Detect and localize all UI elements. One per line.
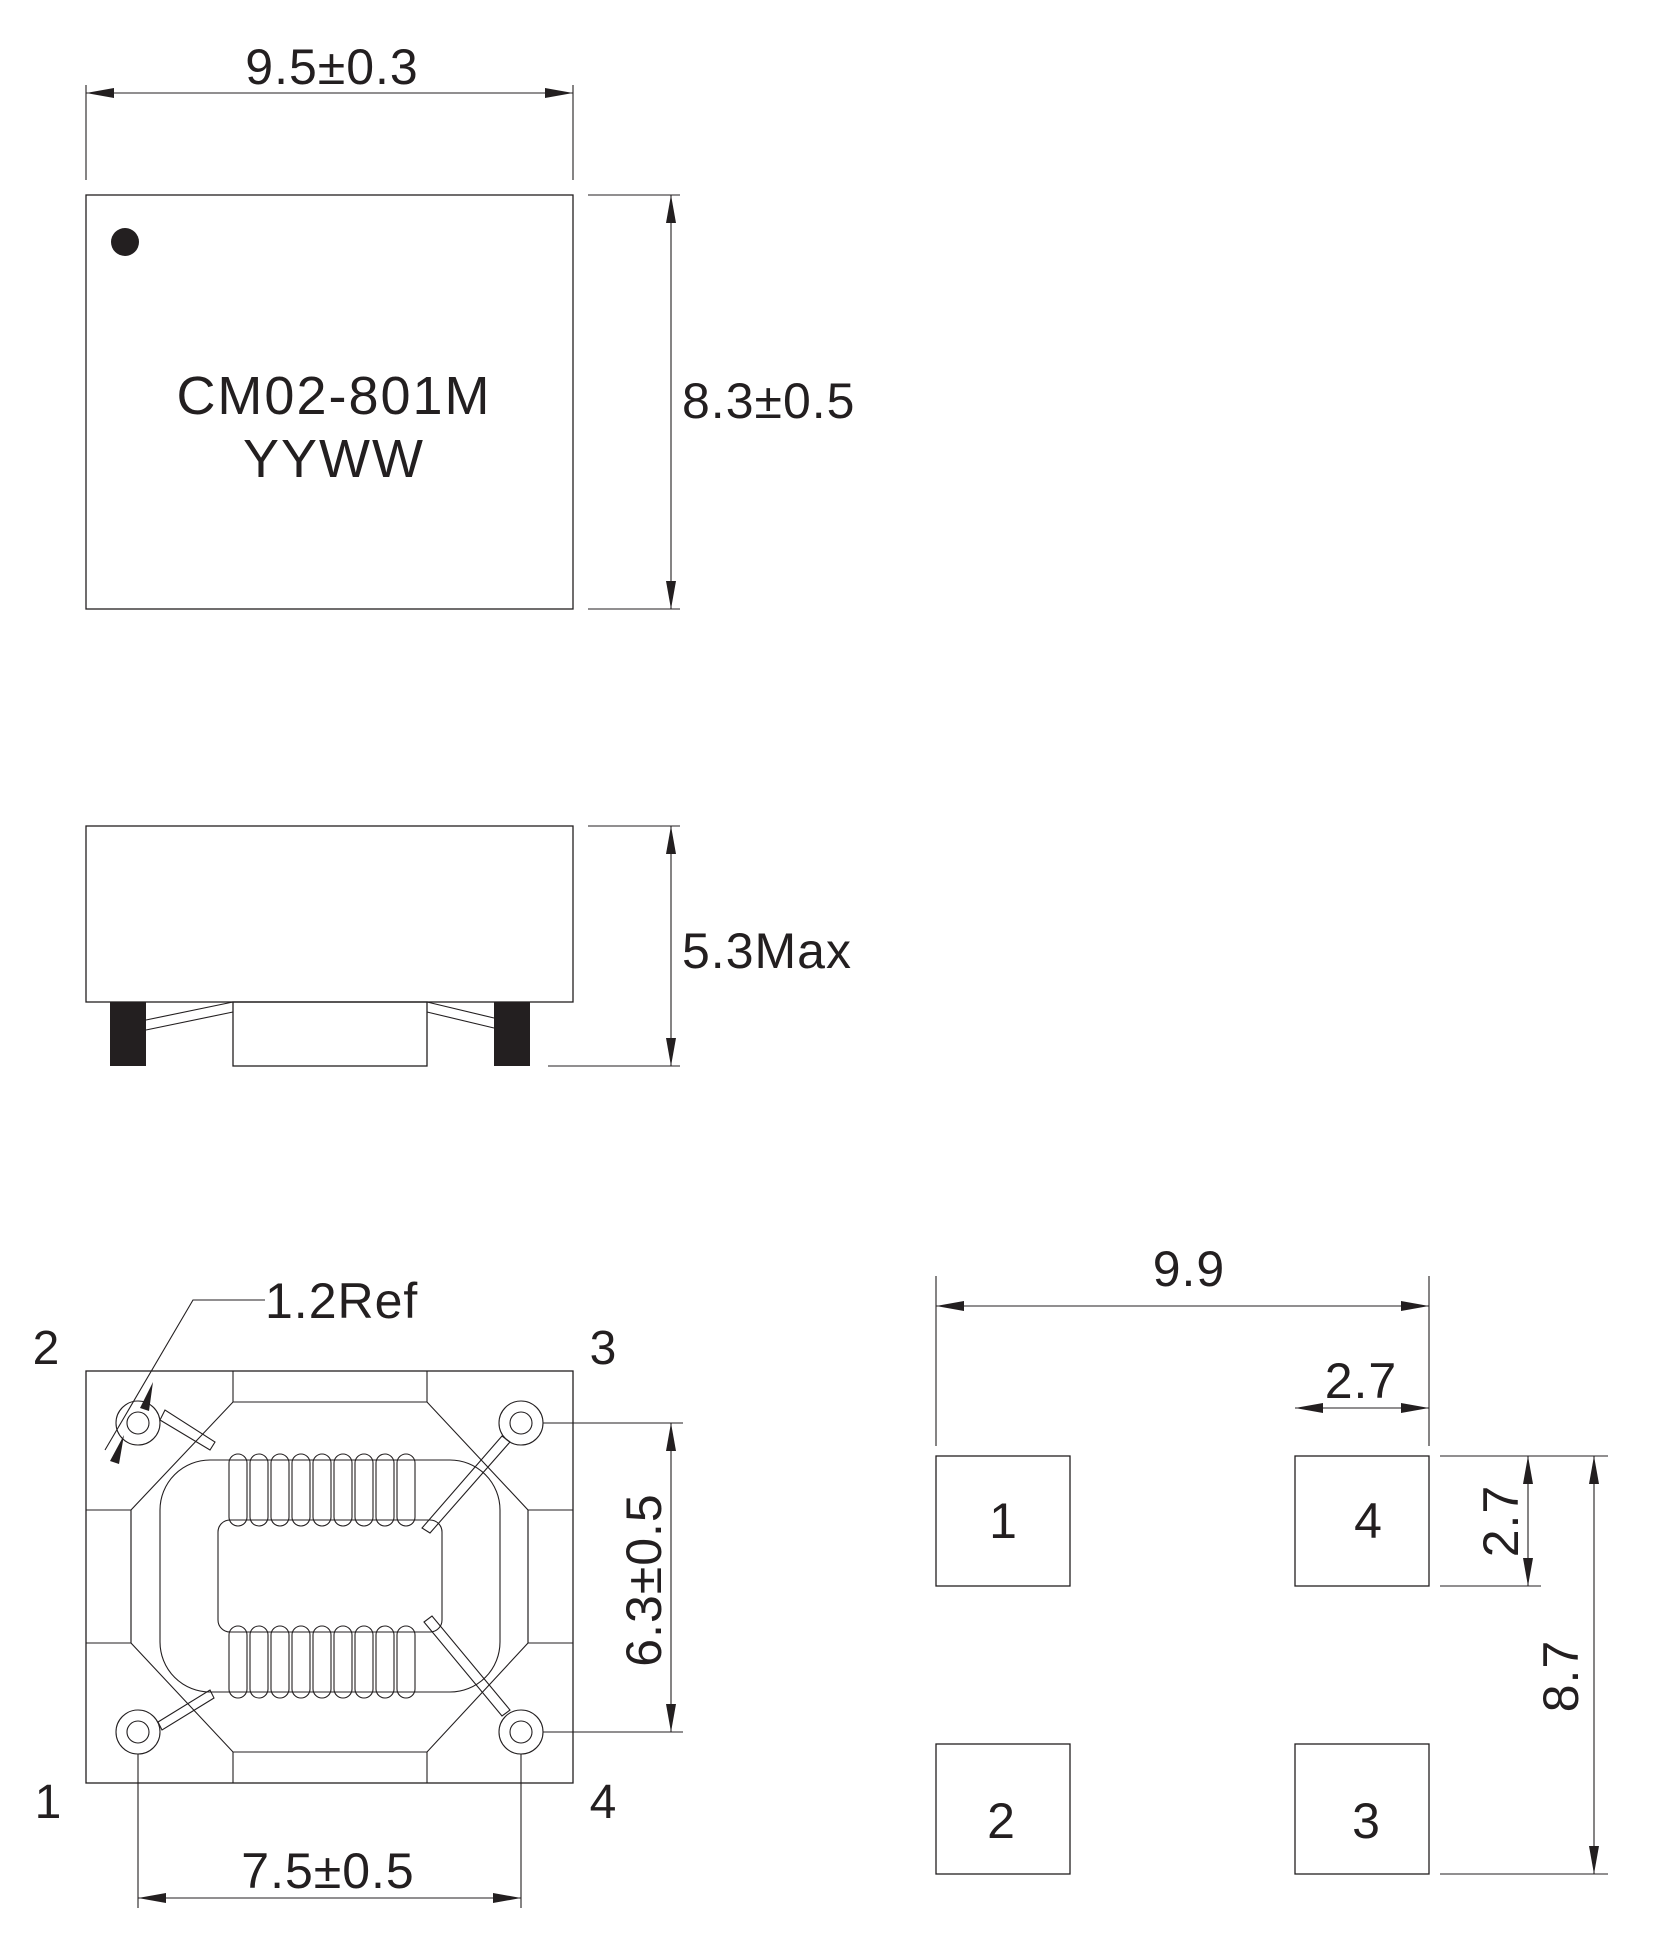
pin-ring-1 (115, 1709, 161, 1755)
land-pattern: 1 4 2 3 9.9 2.7 2.7 8.7 (935, 1241, 1608, 1875)
land-pad-height-dimension: 2.7 (1473, 1485, 1529, 1558)
lower-winding-coil (228, 1625, 416, 1699)
lead-wire-3 (421, 1435, 511, 1534)
pad-top-right (1294, 1455, 1430, 1587)
land-overall-height-dimension: 8.7 (1533, 1640, 1589, 1713)
bottom-core-outer (159, 1459, 501, 1693)
pin-label-bottom-left: 1 (35, 1776, 62, 1829)
pin-label-bottom-right: 4 (590, 1776, 617, 1829)
side-view: 5.3Max (85, 825, 852, 1067)
top-marking-date-code: YYWW (243, 429, 425, 489)
pin-label-top-left: 2 (33, 1322, 60, 1375)
top-marking-part-number: CM02-801M (176, 366, 491, 426)
top-height-dimension: 8.3±0.5 (682, 373, 855, 429)
pad-label-top-left: 1 (989, 1493, 1017, 1549)
pad-top-left (935, 1455, 1071, 1587)
side-view-core (232, 1001, 428, 1067)
bottom-core-inner (217, 1519, 443, 1633)
top-view-body (85, 194, 574, 610)
pin-ring-4 (498, 1709, 544, 1755)
side-view-body (85, 825, 574, 1003)
side-height-dimension: 5.3Max (682, 923, 852, 979)
top-width-dimension: 9.5±0.3 (245, 39, 418, 95)
pad-label-top-right: 4 (1354, 1493, 1382, 1549)
bottom-view-body (85, 1370, 574, 1784)
land-overall-width-dimension: 9.9 (1153, 1241, 1226, 1297)
pad-label-bottom-left: 2 (987, 1793, 1015, 1849)
side-terminal-left (110, 1002, 146, 1066)
bottom-vertical-pitch-dimension: 6.3±0.5 (616, 1493, 672, 1666)
top-view: CM02-801M YYWW 9.5±0.3 8.3±0.5 (85, 39, 855, 610)
pin-label-top-right: 3 (590, 1322, 617, 1375)
bottom-horizontal-pitch-dimension: 7.5±0.5 (241, 1843, 414, 1899)
bottom-view-frame (130, 1401, 529, 1753)
pin1-marker-dot (111, 228, 139, 256)
lead-wire-1 (157, 1689, 215, 1731)
upper-winding-coil (228, 1453, 416, 1527)
pad-bottom-left (935, 1743, 1071, 1875)
lead-wire-4 (423, 1615, 511, 1717)
pad-bottom-right (1294, 1743, 1430, 1875)
pin-ring-2 (115, 1400, 161, 1446)
pad-label-bottom-right: 3 (1352, 1793, 1380, 1849)
lead-wire-2 (159, 1409, 216, 1451)
ref-dimension: 1.2Ref (265, 1273, 418, 1329)
bottom-view: 1.2Ref 2 3 1 4 6.3±0.5 7.5±0.5 (33, 1273, 683, 1908)
land-pad-width-dimension: 2.7 (1325, 1353, 1398, 1409)
side-terminal-right (494, 1002, 530, 1066)
